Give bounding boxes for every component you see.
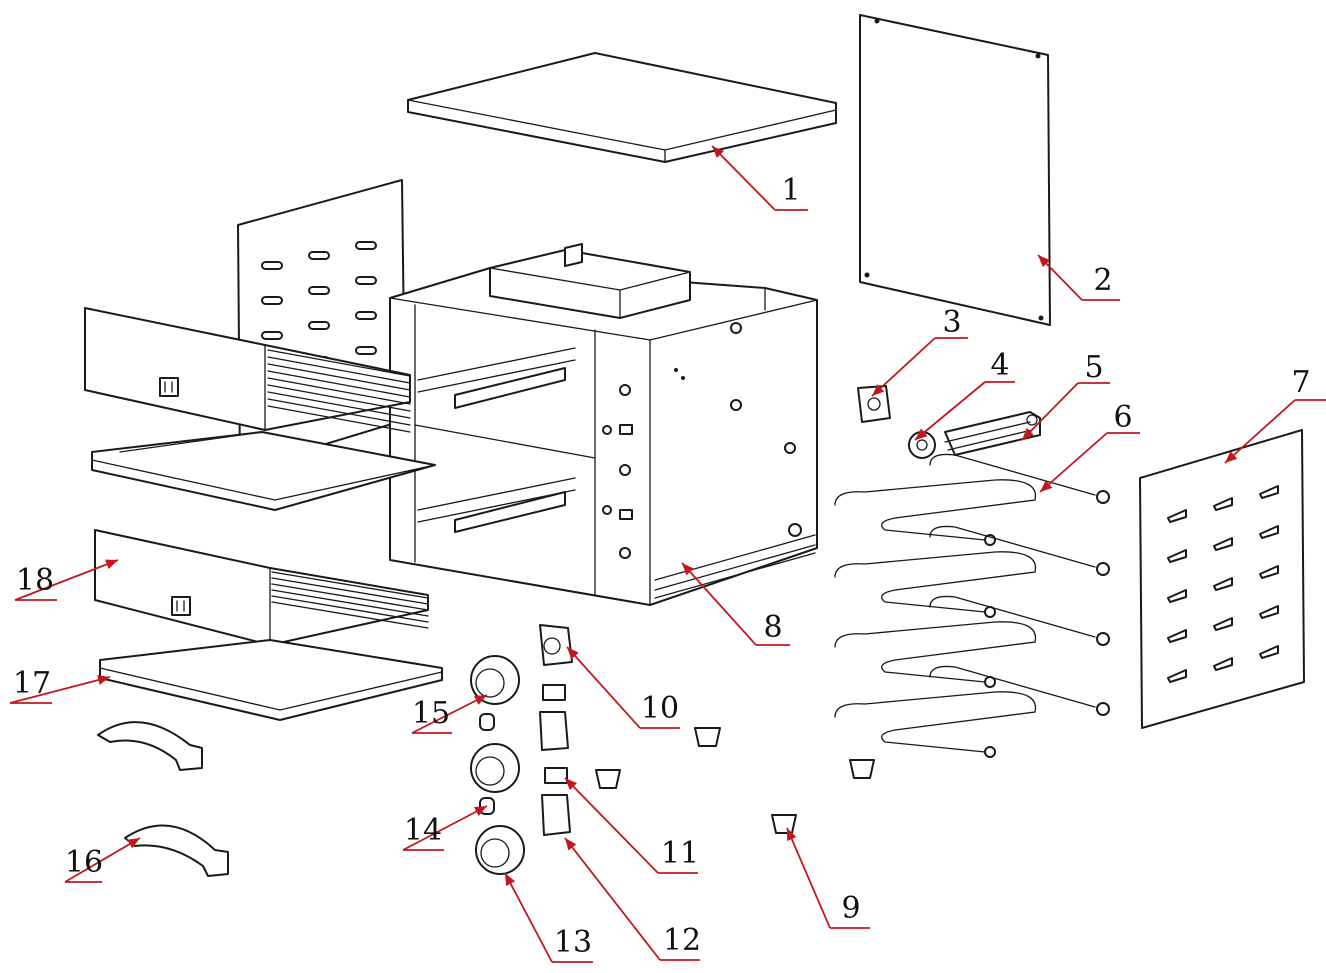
callout-4: 4 [914,348,1015,441]
callout-number: 4 [990,348,1009,383]
callout-17: 17 [9,666,111,704]
callout-number: 18 [16,563,54,598]
callout-leader-line [914,381,986,441]
callout-number: 9 [841,891,860,926]
callout-3: 3 [871,305,968,397]
callout-number: 15 [412,696,450,731]
callout-arrowhead [682,563,694,576]
callout-leader-line [411,694,488,734]
callout-arrowhead [105,559,118,570]
callout-number: 3 [942,305,961,340]
callout-number: 6 [1113,400,1132,435]
callout-number: 8 [763,610,782,645]
oven-body-part [389,243,818,606]
callout-8: 8 [681,562,790,646]
callout-number: 2 [1093,263,1112,298]
callout-11: 11 [564,777,699,874]
thermostat-part [857,385,891,423]
callout-arrowhead [787,828,797,841]
callout-leader-line [711,145,776,211]
callout-leader-line [402,805,488,851]
callout-number: 12 [663,923,701,958]
callout-5: 5 [1021,350,1110,441]
callout-leader-line [564,837,661,961]
callout-12: 12 [564,837,701,961]
callout-arrowhead [1225,451,1238,463]
callout-leader-line [681,562,757,646]
right-vent-panel-part [1139,429,1305,729]
callout-leader-line [871,337,936,397]
lower-drawer-part [94,529,429,646]
callout-arrowhead [1040,480,1053,492]
callout-leader-line [64,837,141,883]
callout-arrowhead [565,778,577,791]
callout-number: 17 [13,666,51,701]
callout-number: 11 [661,836,699,871]
callout-7: 7 [1224,365,1326,464]
lower-tray-part [99,639,443,721]
handle-part [97,721,229,877]
back-panel-part [859,14,1051,326]
callout-number: 10 [641,691,679,726]
foot-part [595,727,875,834]
callout-arrowhead [505,873,516,886]
callout-13: 13 [504,872,593,963]
callout-14: 14 [402,805,488,851]
callout-arrowhead [872,384,885,396]
callout-number: 1 [781,173,800,208]
switch-part [539,624,573,836]
heating-element-part [834,453,1110,758]
callout-leader-line [9,676,111,704]
callout-arrowhead [567,647,579,660]
callout-arrowhead [474,806,487,816]
callout-number: 14 [404,813,442,848]
callout-leader-line [1224,399,1296,464]
callout-arrowhead [127,838,140,849]
callout-9: 9 [786,827,870,929]
callout-16: 16 [64,837,141,883]
callout-18: 18 [14,559,119,601]
callout-arrowhead [474,695,487,705]
callout-arrowhead [565,838,577,851]
callout-2: 2 [1037,254,1120,301]
callout-number: 7 [1291,365,1310,400]
callout-number: 5 [1084,350,1103,385]
top-cover-part [407,52,837,163]
knob-part [470,655,525,875]
upper-drawer-part [84,307,411,433]
upper-tray-part [91,431,436,511]
callout-arrowhead [97,675,110,685]
callout-leader-line [1021,382,1079,441]
callout-10: 10 [566,646,680,729]
callout-leader-line [504,872,553,963]
callout-leader-line [564,777,659,874]
callout-arrowhead [712,146,724,159]
callout-arrowhead [915,428,928,440]
callout-number: 13 [554,925,592,960]
callout-leader-line [14,559,119,601]
callout-15: 15 [411,694,488,734]
callout-number: 16 [65,845,103,880]
callout-leader-line [786,827,831,929]
callout-1: 1 [711,145,808,211]
callout-leader-line [566,646,641,729]
callout-6: 6 [1039,400,1140,493]
callout-arrowhead [1038,255,1050,268]
callout-leader-line [1039,432,1108,493]
sensor-bracket-part [944,411,1041,456]
callout-arrowhead [1022,427,1034,440]
